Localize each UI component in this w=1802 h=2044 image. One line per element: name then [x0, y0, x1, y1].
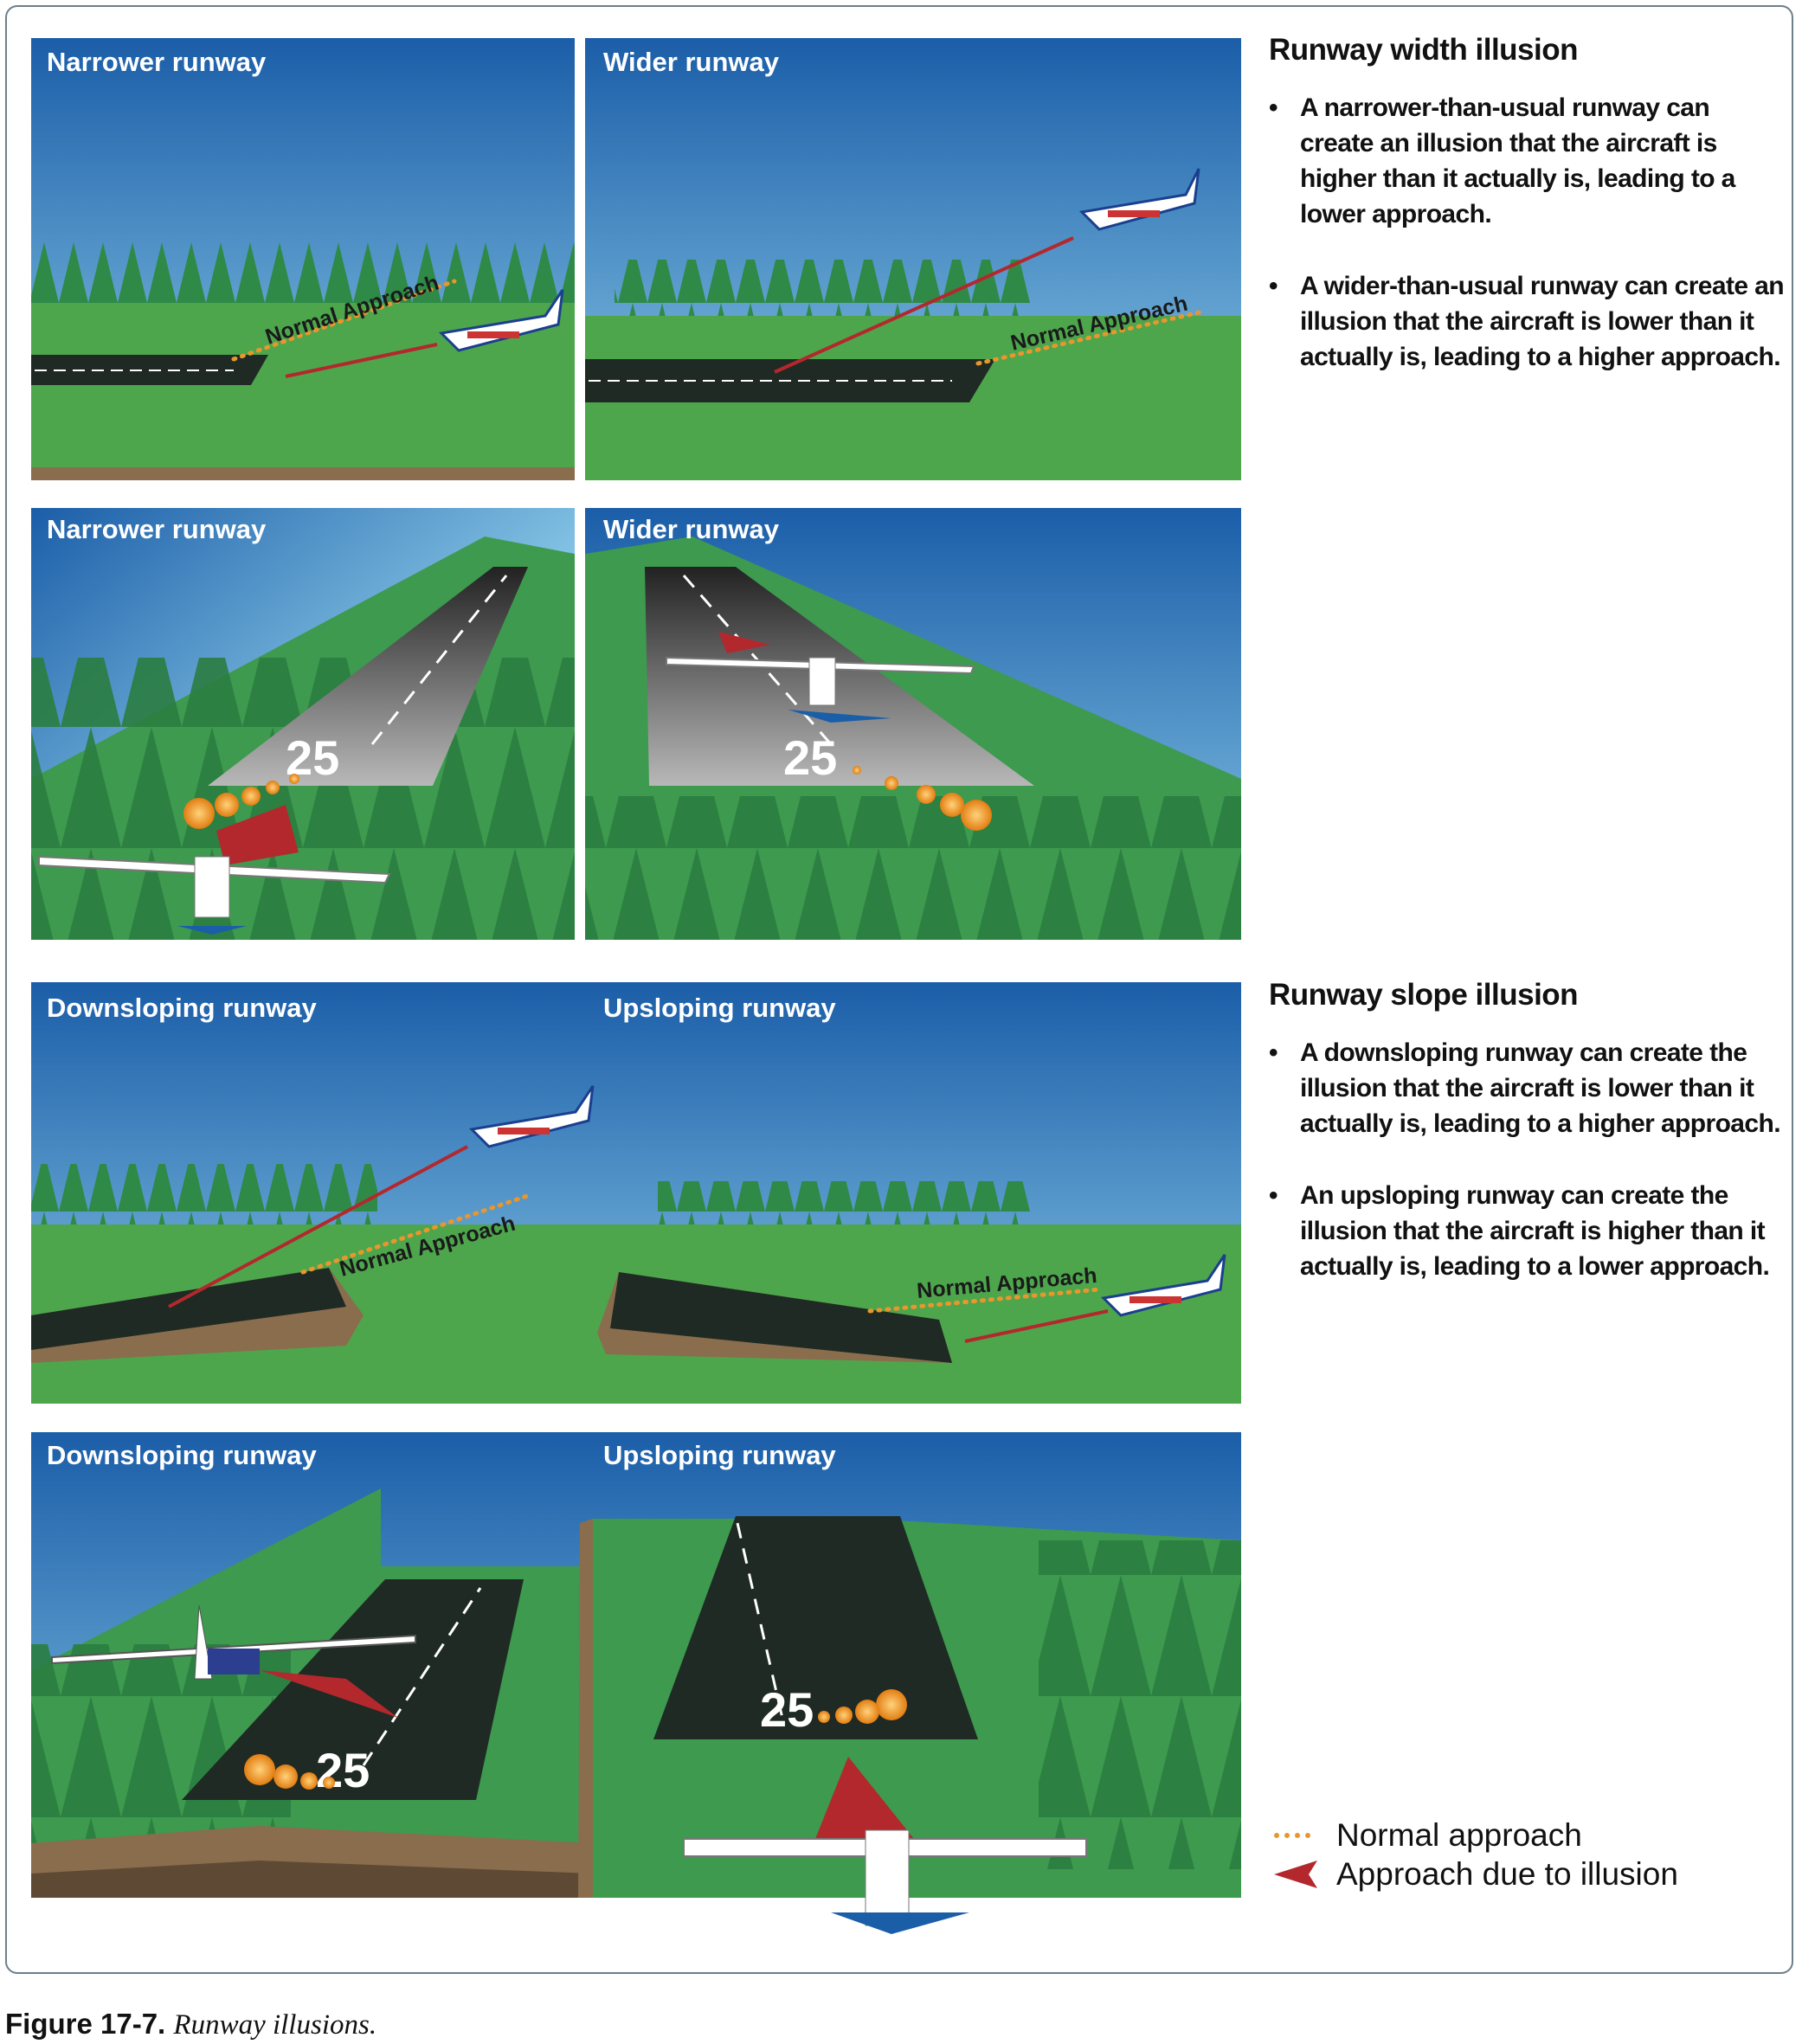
airplane-icon	[438, 289, 564, 352]
panel-narrower-pilot: 25 Narrower runway	[31, 508, 575, 940]
svg-text:Wider runway: Wider runway	[603, 47, 780, 77]
svg-text:Narrower runway: Narrower runway	[47, 47, 267, 77]
illusion-approach-arrow	[814, 1757, 917, 1843]
normal-approach-path	[867, 1287, 1102, 1314]
slope-illusion-section: Runway slope illusion •A downsloping run…	[1269, 978, 1788, 1321]
normal-approach-balls	[244, 1754, 335, 1790]
panel-narrower-side: Normal Approach Narrower runway	[31, 38, 575, 480]
legend: Normal approach Approach due to illusion	[1272, 1816, 1678, 1893]
normal-approach-path	[300, 1192, 535, 1275]
section-title: Runway slope illusion	[1269, 978, 1579, 1012]
normal-approach-path	[975, 309, 1206, 366]
airplane-icon	[468, 1085, 595, 1148]
figure-frame	[5, 5, 1793, 1974]
illusion-approach-arrow	[260, 1670, 398, 1718]
svg-text:Narrower runway: Narrower runway	[47, 514, 267, 544]
normal-approach-balls	[853, 766, 992, 831]
normal-approach-balls	[183, 774, 299, 829]
airplane-icon	[1100, 1254, 1226, 1317]
dotted-line-icon	[1274, 1832, 1310, 1838]
bullet: •A wider-than-usual runway can create an…	[1269, 272, 1785, 371]
airplane-icon	[666, 656, 975, 723]
red-arrow-icon	[1274, 1860, 1317, 1888]
svg-text:25: 25	[783, 730, 837, 785]
illusion-approach-arrow	[718, 632, 770, 653]
panel-wider-side: Normal Approach Wider runway	[585, 38, 1241, 480]
svg-text:25: 25	[316, 1743, 370, 1797]
svg-text:Upsloping runway: Upsloping runway	[603, 993, 836, 1023]
svg-text:Downsloping runway: Downsloping runway	[47, 1440, 317, 1470]
figure-caption: Figure 17-7. Runway illusions.	[5, 2008, 377, 2041]
svg-text:25: 25	[760, 1682, 814, 1737]
runway-downsloping	[31, 1268, 346, 1350]
airplane-icon	[51, 1604, 416, 1680]
bullet: •A downsloping runway can create the ill…	[1269, 1038, 1781, 1138]
normal-approach-balls	[818, 1689, 907, 1724]
runway-upsloping	[610, 1272, 952, 1363]
panel-slope-pilot: 25 25 Downsloping runway Upsloping runwa…	[31, 1432, 1241, 1934]
airplane-icon	[1078, 168, 1200, 231]
illusion-approach-path	[285, 343, 438, 378]
illusion-approach-path	[964, 1309, 1109, 1343]
width-illusion-section: Runway width illusion •A narrower-than-u…	[1269, 33, 1788, 411]
illusion-approach-arrow	[216, 805, 299, 865]
panel-slope-side: Normal Approach Normal Approach Downslop…	[31, 982, 1241, 1404]
svg-text:Upsloping runway: Upsloping runway	[603, 1440, 836, 1470]
svg-text:Wider runway: Wider runway	[603, 514, 780, 544]
bullet: •A narrower-than-usual runway can create…	[1269, 93, 1735, 228]
airplane-icon	[38, 855, 391, 935]
section-title: Runway width illusion	[1269, 33, 1579, 67]
panel-wider-pilot: 25 Wider runway	[585, 508, 1241, 940]
illusion-approach-path	[168, 1145, 468, 1308]
bullet: •An upsloping runway can create the illu…	[1269, 1181, 1770, 1281]
runway-upsloping	[653, 1516, 978, 1739]
airplane-icon	[683, 1829, 1087, 1934]
svg-text:Downsloping runway: Downsloping runway	[47, 993, 317, 1023]
runway	[208, 567, 528, 786]
illusion-approach-path	[774, 236, 1074, 374]
runway	[645, 567, 1034, 786]
